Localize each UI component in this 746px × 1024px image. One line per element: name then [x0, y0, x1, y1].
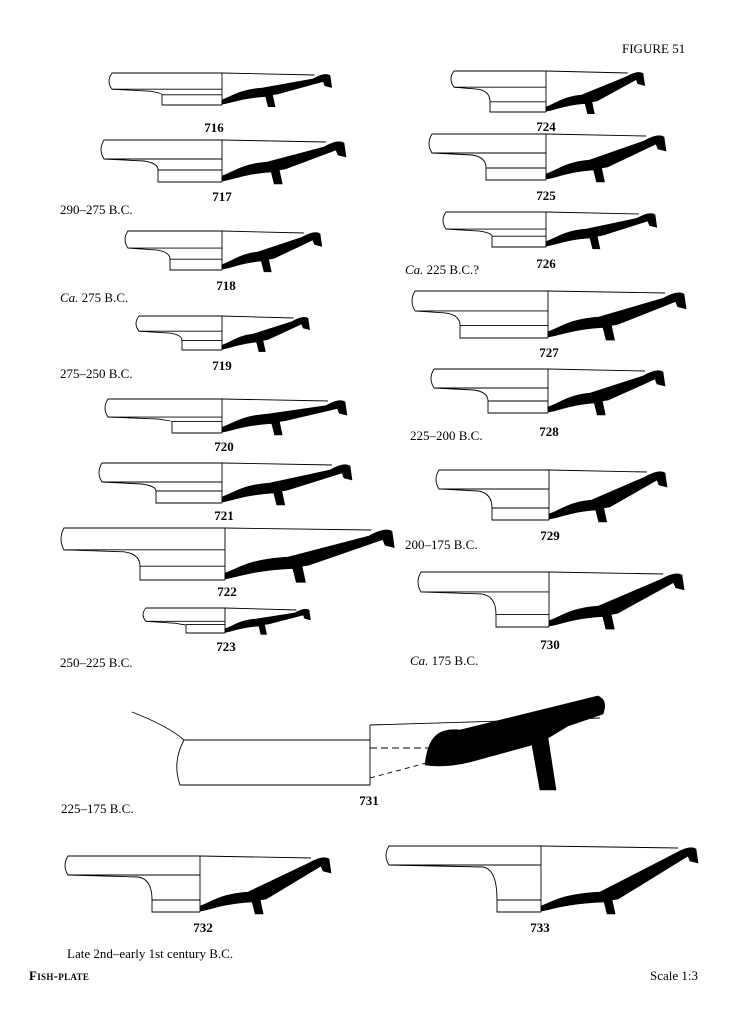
section-722: [224, 529, 395, 583]
section-725: [545, 135, 667, 183]
figure-label: FIGURE 51: [622, 41, 686, 56]
plate-profile-720: [104, 398, 348, 436]
plate-profile-726: [442, 211, 658, 250]
plate-profile-723: [142, 607, 311, 635]
catalog-number-721: 721: [214, 508, 234, 523]
date-label-729: 200–175 B.C.: [405, 537, 478, 552]
plate-profile-727: [411, 290, 687, 341]
catalog-number-733: 733: [530, 920, 550, 935]
caption-fish-plate: Fish-plate: [29, 968, 90, 983]
scale-label: Scale 1:3: [650, 968, 699, 983]
plate-profile-729: [435, 469, 668, 523]
catalog-number-718: 718: [216, 278, 236, 293]
catalog-number-723: 723: [216, 639, 236, 654]
section-729: [548, 471, 668, 523]
plate-profile-717: [100, 139, 347, 185]
plate-profile-731: [131, 695, 605, 791]
section-718: [221, 232, 323, 273]
catalog-number-724: 724: [536, 119, 556, 134]
section-732: [199, 857, 332, 915]
catalog-number-730: 730: [540, 637, 560, 652]
section-730: [548, 573, 685, 630]
plate-profile-728: [430, 368, 666, 416]
date-label-719: 275–250 B.C.: [60, 366, 133, 381]
section-726: [545, 213, 658, 250]
catalog-number-726: 726: [536, 256, 556, 271]
catalog-number-725: 725: [536, 188, 556, 203]
date-label-723: 250–225 B.C.: [60, 655, 133, 670]
plate-profile-732: [64, 855, 332, 915]
plate-profile-719: [135, 315, 310, 352]
catalog-number-720: 720: [214, 439, 234, 454]
section-721: [221, 464, 353, 506]
section-720: [221, 400, 348, 436]
catalog-number-732: 732: [193, 920, 213, 935]
plate-profile-724: [450, 70, 646, 114]
plate-profile-725: [428, 133, 667, 183]
section-731: [424, 695, 605, 791]
catalog-number-717: 717: [212, 189, 232, 204]
plate-profile-716: [108, 72, 333, 107]
date-label-717: 290–275 B.C.: [60, 202, 133, 217]
section-717: [221, 141, 347, 185]
date-label-731: 225–175 B.C.: [61, 801, 134, 816]
section-723: [224, 608, 311, 635]
catalog-number-716: 716: [204, 120, 224, 135]
catalog-number-731: 731: [359, 793, 379, 808]
section-727: [547, 292, 687, 341]
date-label-730: Ca. 175 B.C.: [410, 653, 479, 668]
plate-profile-721: [98, 462, 353, 506]
date-label-728: 225–200 B.C.: [410, 428, 483, 443]
plate-profile-718: [124, 230, 323, 273]
plate-profile-733: [385, 845, 699, 915]
section-724: [545, 72, 646, 114]
date-label-726: Ca. 225 B.C.?: [405, 262, 480, 277]
catalog-number-729: 729: [540, 528, 560, 543]
plate-profile-722: [60, 527, 395, 583]
catalog-number-722: 722: [217, 584, 237, 599]
catalog-number-719: 719: [212, 358, 232, 373]
section-719: [221, 317, 310, 352]
plate-profile-730: [417, 571, 685, 630]
section-716: [221, 74, 333, 107]
catalog-number-728: 728: [539, 424, 559, 439]
date-label-732: Late 2nd–early 1st century B.C.: [67, 946, 234, 961]
catalog-number-727: 727: [539, 345, 559, 360]
date-label-718: Ca. 275 B.C.: [60, 290, 129, 305]
section-728: [547, 370, 666, 416]
section-733: [540, 847, 699, 915]
